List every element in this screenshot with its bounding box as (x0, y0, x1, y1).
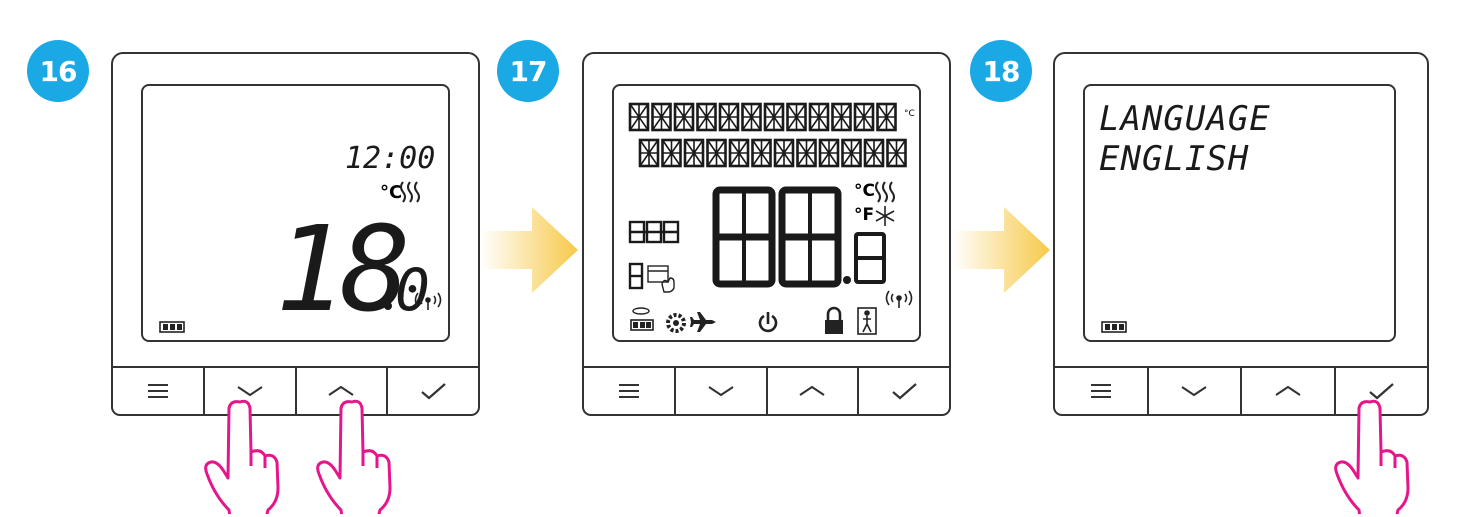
chevron-down-icon (237, 386, 263, 397)
thermostat-device-18: LANGUAGE ENGLISH (1053, 52, 1429, 416)
lcd-content-17: °C °C °F (628, 102, 915, 335)
unit-small-c: °C (904, 109, 915, 119)
menu-button[interactable] (1055, 368, 1149, 414)
pointing-hand-icon (1334, 399, 1410, 514)
heating-icon (875, 181, 895, 203)
menu-icon (1090, 384, 1111, 398)
lcd-screen-17: °C °C °F (612, 84, 921, 342)
language-label: LANGUAGE (1099, 99, 1271, 139)
confirm-button[interactable] (1336, 368, 1428, 414)
segment-cell-lines (764, 103, 784, 131)
segment-cell-lines (719, 103, 739, 131)
segment-test-rows (628, 102, 907, 168)
chevron-up-icon (799, 385, 825, 396)
segment-cell-lines (639, 139, 659, 167)
check-icon (421, 383, 446, 400)
segment-cell-lines (774, 139, 794, 167)
power-icon (758, 312, 778, 333)
segment-cell-lines (661, 139, 682, 167)
large-segment-digits (712, 186, 886, 288)
down-button[interactable] (1149, 368, 1242, 414)
chevron-down-icon (708, 386, 734, 397)
segment-cell-lines (886, 139, 907, 167)
check-icon (1369, 383, 1394, 400)
lcd-screen-16: 12:00 °C 18 0 (141, 84, 450, 342)
step-badge-16: 16 (27, 40, 89, 102)
segment-cell-lines (706, 139, 727, 167)
segment-cell-lines (629, 103, 649, 131)
segment-cell-lines (819, 139, 839, 167)
lcd-content-18: LANGUAGE ENGLISH (1099, 99, 1271, 333)
segment-cell-lines (751, 139, 772, 167)
temperature-decimal: 0 (395, 256, 430, 324)
segment-cell-lines (864, 139, 884, 167)
segment-cell-lines (684, 139, 704, 167)
chevron-down-icon (1181, 386, 1207, 397)
segment-cell-lines (876, 103, 897, 131)
unit-celsius: °C (380, 182, 402, 203)
segment-cell-lines (741, 103, 762, 131)
time-display: 12:00 (345, 141, 435, 176)
lcd-screen-18: LANGUAGE ENGLISH (1083, 84, 1396, 342)
calendar-icon (647, 265, 675, 293)
thermostat-device-17: °C °C °F (582, 52, 951, 416)
gear-icon (666, 313, 686, 333)
up-button[interactable] (768, 368, 860, 414)
wireless-icon (885, 290, 913, 308)
button-row-17 (582, 366, 951, 416)
down-button[interactable] (205, 368, 297, 414)
wireless-icon (414, 292, 442, 310)
chevron-up-icon (1275, 385, 1301, 396)
step-badge-18: 18 (970, 40, 1032, 102)
menu-button[interactable] (113, 368, 205, 414)
step-badge-17: 17 (497, 40, 559, 102)
segment-cell-lines (841, 139, 862, 167)
segment-cell-lines (831, 103, 852, 131)
menu-icon (618, 384, 639, 398)
segment-cell-lines (729, 139, 749, 167)
lock-icon (825, 306, 843, 334)
pointing-hand-icon (204, 399, 280, 514)
temperature-integer: 18 (275, 200, 405, 338)
unit-celsius: °C (854, 181, 875, 201)
language-value: ENGLISH (1099, 139, 1249, 179)
decimal-point (384, 302, 392, 310)
next-step-arrow (952, 207, 1050, 293)
snowflake-icon (875, 206, 895, 226)
segment-cell-lines (809, 103, 829, 131)
up-button[interactable] (297, 368, 389, 414)
segment-cell-lines (854, 103, 874, 131)
check-icon (892, 383, 917, 400)
occupancy-icon (857, 307, 877, 335)
up-button[interactable] (1242, 368, 1336, 414)
battery-icon (1101, 321, 1127, 333)
thermostat-device-16: 12:00 °C 18 0 (111, 52, 480, 416)
segment-cell-lines (696, 103, 717, 131)
confirm-button[interactable] (859, 368, 949, 414)
battery-icon (630, 307, 654, 331)
segment-cell-lines (786, 103, 807, 131)
segment-cell-lines (796, 139, 817, 167)
chevron-up-icon (328, 385, 354, 396)
button-row-16 (111, 366, 480, 416)
lcd-content-16: 12:00 °C 18 0 (159, 141, 442, 338)
menu-button[interactable] (584, 368, 676, 414)
unit-fahrenheit: °F (854, 205, 874, 225)
heating-icon (400, 181, 420, 203)
airplane-icon (690, 312, 716, 332)
battery-icon (159, 321, 185, 333)
segment-cell-lines (651, 103, 672, 131)
menu-icon (147, 384, 168, 398)
down-button[interactable] (676, 368, 768, 414)
confirm-button[interactable] (388, 368, 478, 414)
pointing-hand-icon (316, 399, 392, 514)
small-segment-digits (628, 220, 680, 290)
segment-cell-lines (674, 103, 694, 131)
next-step-arrow (480, 207, 578, 293)
